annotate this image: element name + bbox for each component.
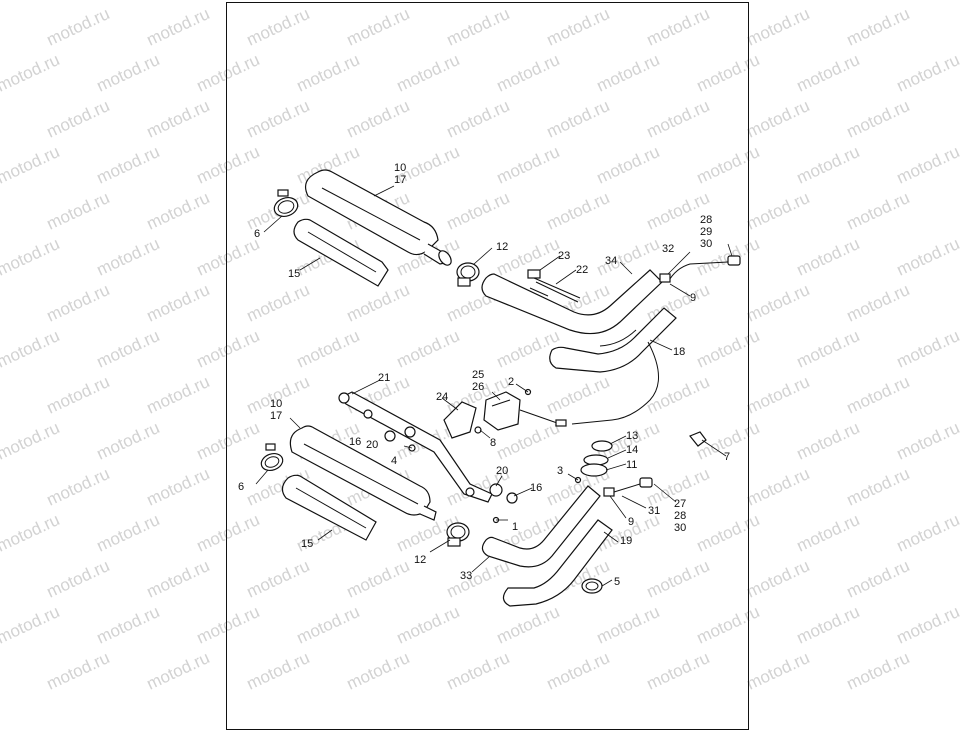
callout-label: 30 xyxy=(674,522,686,534)
clip-7 xyxy=(689,431,707,447)
callout-label: 7 xyxy=(724,451,730,463)
heat-shield-lower xyxy=(281,474,377,541)
heat-shield-upper xyxy=(293,218,389,287)
callout-label: 26 xyxy=(472,381,484,393)
callout-label: 12 xyxy=(414,554,426,566)
callout-label: 27 xyxy=(674,498,686,510)
callout-label: 13 xyxy=(626,430,638,442)
mount-bracket-21 xyxy=(338,391,493,503)
callout-label: 6 xyxy=(254,228,260,240)
muffler-upper xyxy=(305,169,452,266)
callout-label: 17 xyxy=(270,410,282,422)
gaskets xyxy=(580,440,613,477)
callout-label: 5 xyxy=(614,576,620,588)
callout-label: 10 xyxy=(270,398,282,410)
callout-label: 23 xyxy=(558,250,570,262)
callout-label: 4 xyxy=(391,455,397,467)
callout-label: 16 xyxy=(530,482,542,494)
o2-sensor-lower xyxy=(603,477,653,497)
clamp-12-upper xyxy=(456,262,480,287)
callout-label: 14 xyxy=(626,444,638,456)
clamp-lower xyxy=(260,443,284,472)
callout-label: 18 xyxy=(673,346,685,358)
callout-label: 31 xyxy=(648,505,660,517)
leader-lines xyxy=(255,185,733,587)
exhaust-actuator-25-26 xyxy=(483,391,567,431)
clamp-5 xyxy=(581,578,603,594)
diagram-frame xyxy=(226,2,749,730)
callout-label: 15 xyxy=(288,268,300,280)
header-pipe-rear xyxy=(549,307,677,373)
header-pipe-33 xyxy=(481,485,601,568)
sensor-cable xyxy=(571,341,659,425)
callout-label: 2 xyxy=(508,376,514,388)
callout-label: 11 xyxy=(626,459,637,471)
callout-label: 21 xyxy=(378,372,390,384)
callout-label: 34 xyxy=(605,255,617,267)
o2-sensor-upper xyxy=(659,255,741,283)
callout-label: 30 xyxy=(700,238,712,250)
callout-label: 24 xyxy=(436,391,448,403)
callout-label: 22 xyxy=(576,264,588,276)
callout-label: 16 xyxy=(349,436,361,448)
callout-label: 28 xyxy=(700,214,712,226)
callout-label: 25 xyxy=(472,369,484,381)
bracket-22-23 xyxy=(527,269,581,303)
callout-label: 20 xyxy=(366,439,378,451)
callout-label: 9 xyxy=(690,292,696,304)
header-pipe-19 xyxy=(502,519,613,607)
callout-label: 8 xyxy=(490,437,496,449)
clamp-upper xyxy=(273,189,299,218)
callout-label: 12 xyxy=(496,241,508,253)
header-pipe-front xyxy=(481,269,663,335)
actuator-bracket-24 xyxy=(443,401,477,439)
callout-label: 6 xyxy=(238,481,244,493)
callout-label: 33 xyxy=(460,570,472,582)
callout-label: 15 xyxy=(301,538,313,550)
callout-label: 17 xyxy=(394,174,406,186)
callout-label: 3 xyxy=(557,465,563,477)
callout-labels: 10 17 6 15 12 23 22 34 32 28 29 30 9 18 … xyxy=(238,162,730,588)
callout-label: 29 xyxy=(700,226,712,238)
callout-label: 1 xyxy=(512,521,518,533)
callout-label: 20 xyxy=(496,465,508,477)
clamp-12-lower xyxy=(446,522,470,547)
callout-label: 19 xyxy=(620,535,632,547)
callout-label: 9 xyxy=(628,516,634,528)
muffler-lower xyxy=(289,425,437,521)
callout-label: 10 xyxy=(394,162,406,174)
callout-label: 32 xyxy=(662,243,674,255)
callout-label: 28 xyxy=(674,510,686,522)
